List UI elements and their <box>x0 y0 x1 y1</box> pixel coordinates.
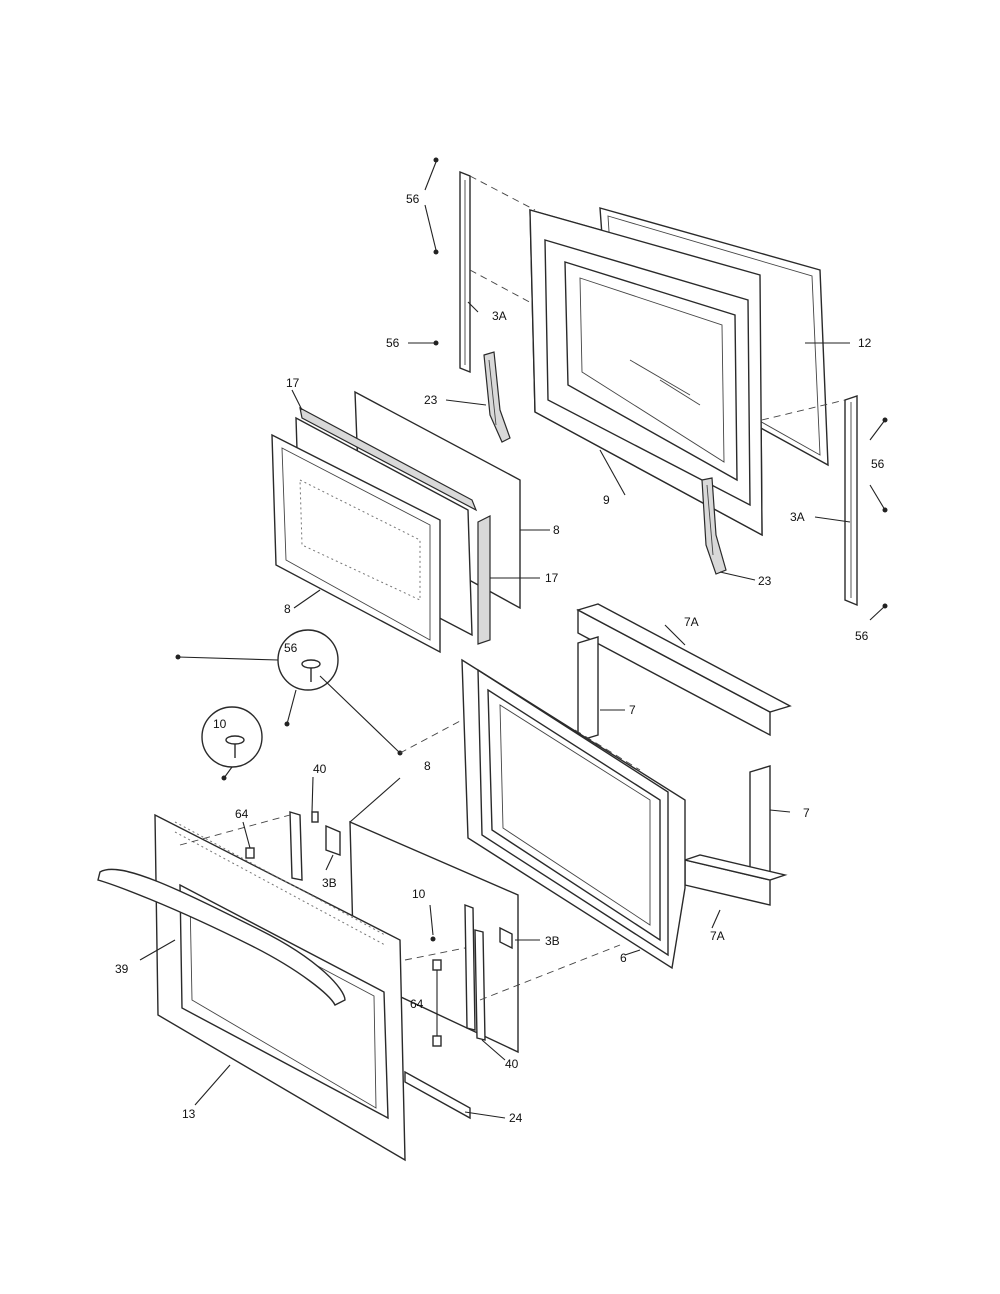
screw-56-top-2 <box>433 249 439 255</box>
callout-40-left: 40 <box>313 762 327 776</box>
callout-39: 39 <box>115 962 129 976</box>
callout-64-left: 64 <box>235 807 249 821</box>
callout-7-lower: 7 <box>803 806 810 820</box>
insulation-7-left <box>577 636 599 742</box>
callout-3a-top: 3A <box>492 309 507 323</box>
callout-3a-right: 3A <box>790 510 805 524</box>
inner-door-panel-front <box>529 209 763 537</box>
callout-17-top: 17 <box>286 376 300 390</box>
callout-3b-left: 3B <box>322 876 337 890</box>
callout-3b-right: 3B <box>545 934 560 948</box>
callout-40-right: 40 <box>505 1057 519 1071</box>
bracket-3b-left <box>325 824 341 856</box>
callout-56-right-bottom: 56 <box>855 629 869 643</box>
callout-64-lower: 64 <box>410 997 424 1011</box>
glass-panel-front <box>271 433 441 654</box>
callout-56-detail: 56 <box>284 641 298 655</box>
screw-10-lower-2 <box>430 936 436 942</box>
window-frame-17-side <box>477 515 491 645</box>
detail-circle-10 <box>201 706 263 768</box>
callout-6: 6 <box>620 951 627 965</box>
hinge-left <box>483 351 511 443</box>
alignment-line-4 <box>479 944 621 1001</box>
door-liner <box>461 658 686 970</box>
hinge-channel-left-upper <box>459 170 536 374</box>
hinge-right <box>701 477 727 575</box>
callout-24: 24 <box>509 1111 523 1125</box>
door-handle <box>97 868 346 1006</box>
callout-9: 9 <box>603 493 610 507</box>
callout-56-mid: 56 <box>386 336 400 350</box>
vent-trim <box>404 1070 471 1120</box>
callout-7a-bottom: 7A <box>710 929 725 943</box>
hinge-channel-40-right <box>464 903 486 1041</box>
callout-23-left: 23 <box>424 393 438 407</box>
leader-lines <box>139 161 886 1119</box>
insulation-7a-bottom <box>682 854 788 906</box>
callout-7-upper: 7 <box>629 703 636 717</box>
callout-56-right-top: 56 <box>871 457 885 471</box>
hinge-channel-40-left <box>289 811 319 881</box>
callout-13: 13 <box>182 1107 196 1121</box>
bracket-3b-right <box>499 926 513 950</box>
callout-56-top: 56 <box>406 192 420 206</box>
callout-8-right: 8 <box>553 523 560 537</box>
callout-12: 12 <box>858 336 872 350</box>
hinge-channel-right <box>761 395 858 607</box>
callout-17-side: 17 <box>545 571 559 585</box>
callout-8-lower: 8 <box>424 759 431 773</box>
alignment-line-3 <box>404 947 466 961</box>
spacer-64-left <box>245 847 255 859</box>
callout-10-detail: 10 <box>213 717 227 731</box>
insulation-7a-top <box>576 603 792 737</box>
callout-8-left: 8 <box>284 602 291 616</box>
screw-56-top-1 <box>433 157 439 163</box>
spacer-64-upper <box>432 959 442 971</box>
detail-circle-56 <box>277 629 339 691</box>
alignment-line-1 <box>399 719 463 754</box>
spacer-64-lower <box>432 1035 442 1047</box>
callout-10-lower: 10 <box>412 887 426 901</box>
callout-7a-top: 7A <box>684 615 699 629</box>
screw-56-top-3 <box>433 340 439 346</box>
callout-23-right: 23 <box>758 574 772 588</box>
